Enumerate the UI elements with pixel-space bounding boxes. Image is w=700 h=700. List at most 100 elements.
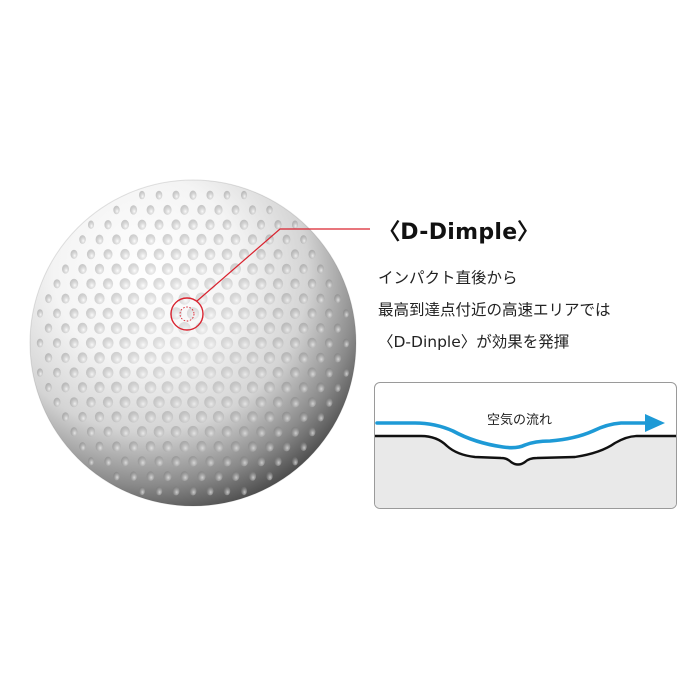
- ball-dimple: [342, 338, 350, 348]
- ball-dimple: [256, 248, 266, 260]
- ball-dimple: [153, 248, 165, 260]
- ball-dimple: [61, 293, 70, 304]
- ball-dimple: [178, 322, 191, 335]
- ball-dimple: [120, 426, 130, 438]
- ball-dimple: [300, 442, 307, 451]
- ball-dimple: [179, 233, 190, 246]
- ball-dimple: [255, 396, 267, 408]
- ball-dimple: [95, 441, 104, 452]
- ball-dimple: [111, 381, 122, 394]
- ball-dimple: [256, 426, 266, 438]
- ball-dimple: [170, 248, 182, 260]
- ball-dimple: [221, 248, 233, 260]
- ball-dimple: [95, 234, 104, 245]
- ball-dimple: [113, 205, 120, 215]
- ball-dimple: [127, 351, 140, 364]
- ball-dimple: [36, 338, 44, 348]
- ball-dimple: [187, 277, 199, 290]
- ball-dimple: [197, 471, 206, 482]
- ball-dimple: [178, 292, 191, 305]
- ball-dimple: [86, 367, 96, 379]
- ball-dimple: [103, 426, 113, 437]
- ball-dimple: [86, 426, 96, 437]
- ball-dimple: [69, 278, 79, 289]
- ball-surface-cross-section: [375, 436, 676, 508]
- ball-dimple: [53, 308, 61, 319]
- ball-dimple: [238, 336, 250, 350]
- ball-dimple: [86, 249, 96, 260]
- ball-dimple: [146, 205, 155, 215]
- ball-dimple: [45, 382, 52, 392]
- surface-outline: [375, 434, 676, 466]
- ball-dimple: [289, 337, 301, 349]
- ball-dimple: [307, 367, 317, 378]
- ball-dimple: [94, 381, 105, 393]
- ball-dimple: [222, 219, 232, 230]
- ball-dimple: [112, 441, 121, 452]
- ball-dimple: [333, 353, 342, 363]
- ball-dimple: [139, 486, 145, 496]
- ball-dimple: [264, 292, 275, 305]
- ball-dimple: [212, 351, 225, 364]
- ball-dimple: [238, 426, 250, 438]
- ball-dimple: [246, 351, 259, 364]
- ball-dimple: [70, 427, 78, 437]
- ball-dimple: [146, 471, 155, 481]
- ball-dimple: [212, 322, 225, 335]
- ball-dimple: [316, 382, 325, 393]
- ball-dimple: [187, 396, 199, 409]
- ball-dimple: [264, 381, 275, 394]
- ball-dimple: [180, 471, 189, 482]
- ball-dimple: [187, 425, 199, 438]
- ball-dimple: [212, 411, 225, 423]
- ball-dimple: [144, 351, 157, 364]
- ball-dimple: [229, 351, 242, 364]
- ball-dimple: [37, 309, 43, 318]
- ball-dimple: [171, 219, 181, 230]
- ball-dimple: [155, 486, 163, 496]
- airflow-arrow: [375, 421, 652, 450]
- ball-dimple: [195, 263, 208, 275]
- ball-dimple: [128, 441, 139, 452]
- ball-dimple: [145, 263, 156, 275]
- ball-dimple: [169, 366, 183, 379]
- ball-dimple: [204, 277, 216, 290]
- ball-dimple: [214, 204, 223, 215]
- ball-dimple: [44, 353, 53, 363]
- ball-dimple: [119, 278, 131, 290]
- golf-ball-icon: [29, 179, 357, 507]
- ball-dimple: [136, 277, 148, 290]
- ball-dimple: [308, 249, 316, 259]
- ball-dimple: [119, 396, 131, 408]
- ball-dimple: [247, 263, 258, 275]
- ball-dimple: [119, 337, 131, 349]
- ball-dimple: [188, 456, 198, 467]
- ball-dimple: [161, 351, 174, 364]
- ball-dimple: [79, 235, 86, 244]
- ball-dimple: [290, 307, 300, 319]
- ball-dimple: [178, 263, 191, 275]
- ball-dimple: [62, 264, 69, 274]
- ball-dimple: [144, 292, 157, 305]
- ball-dimple: [79, 442, 86, 451]
- ball-dimple: [44, 323, 53, 333]
- ball-dimple: [298, 382, 309, 393]
- ball-dimple: [128, 411, 139, 423]
- ball-dimple: [203, 336, 217, 350]
- ball-dimple: [334, 382, 341, 392]
- ball-dimple: [229, 292, 242, 305]
- ball-dimple: [246, 381, 259, 394]
- ball-dimple: [272, 396, 284, 408]
- ball-dimple: [290, 396, 300, 408]
- ball-dimple: [178, 351, 191, 364]
- ball-dimple: [37, 368, 43, 377]
- ball-dimple: [119, 307, 131, 320]
- ball-dimple: [154, 456, 164, 467]
- ball-dimple: [69, 337, 79, 349]
- ball-dimple: [281, 352, 292, 364]
- ball-dimple: [94, 411, 105, 423]
- ball-dimple: [110, 351, 123, 364]
- ball-dimple: [172, 190, 180, 200]
- ball-dimple: [272, 337, 284, 349]
- ball-dimple: [272, 366, 284, 379]
